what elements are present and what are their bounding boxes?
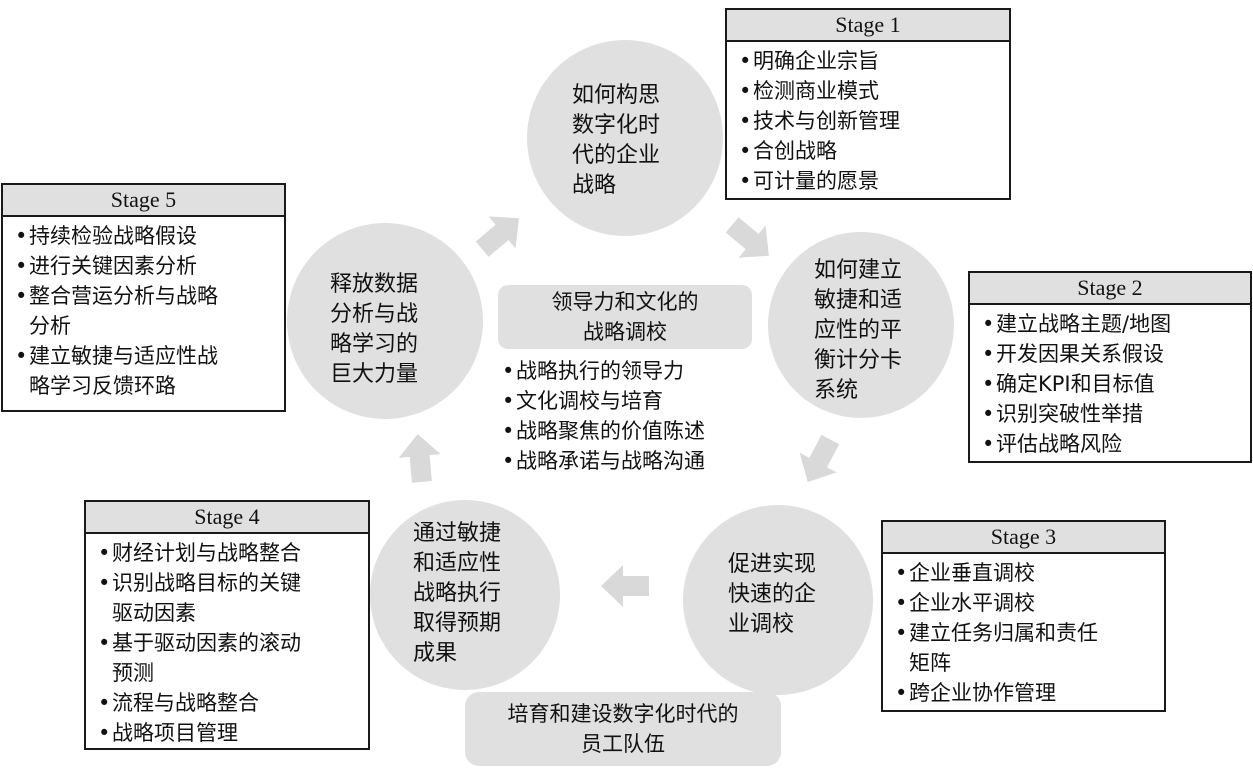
stage-2-item: 开发因果关系假设: [982, 339, 1244, 369]
stage-4-item: 识别战略目标的关键 驱动因素: [98, 568, 362, 628]
cycle-step-right-text: 如何建立 敏捷和适 应性的平 衡计分卡 系统: [814, 258, 903, 403]
center-item: 战略执行的领导力: [502, 356, 705, 386]
stage-3-list: 企业垂直调校 企业水平调校 建立任务归属和责任 矩阵 跨企业协作管理: [883, 554, 1164, 708]
stage-2-item: 建立战略主题/地图: [982, 309, 1244, 339]
stage-1-list: 明确企业宗旨 检测商业模式 技术与创新管理 合创战略 可计量的愿景: [727, 42, 1009, 196]
cycle-step-top-text: 如何构思 数字化时 代的企业 战略: [572, 83, 661, 198]
stage-4-item: 战略项目管理: [98, 718, 362, 748]
stage-2-item: 识别突破性举措: [982, 399, 1244, 429]
stage-1-item: 明确企业宗旨: [739, 46, 1003, 76]
stage-5-box: Stage 5 持续检验战略假设 进行关键因素分析 整合营运分析与战略 分析 建…: [1, 183, 286, 412]
stage-5-title: Stage 5: [3, 185, 284, 217]
stage-1-item: 合创战略: [739, 136, 1003, 166]
stage-5-item: 持续检验战略假设: [15, 221, 278, 251]
stage-2-item: 评估战略风险: [982, 429, 1244, 459]
cycle-circle-top: [527, 40, 723, 236]
stage-4-item: 财经计划与战略整合: [98, 538, 362, 568]
center-item: 战略聚焦的价值陈述: [502, 416, 705, 446]
stage-4-item: 流程与战略整合: [98, 688, 362, 718]
stage-1-title: Stage 1: [727, 10, 1009, 42]
stage-5-item: 建立敏捷与适应性战 略学习反馈环路: [15, 341, 278, 401]
stage-2-item: 确定KPI和目标值: [982, 369, 1244, 399]
stage-2-box: Stage 2 建立战略主题/地图 开发因果关系假设 确定KPI和目标值 识别突…: [968, 271, 1252, 463]
stage-4-item: 基于驱动因素的滚动 预测: [98, 628, 362, 688]
stage-1-item: 技术与创新管理: [739, 106, 1003, 136]
cycle-circle-bottom-left: [370, 500, 560, 690]
stage-3-box: Stage 3 企业垂直调校 企业水平调校 建立任务归属和责任 矩阵 跨企业协作…: [881, 520, 1166, 712]
bottom-banner: 培育和建设数字化时代的 员工队伍: [465, 692, 781, 766]
stage-1-item: 检测商业模式: [739, 76, 1003, 106]
stage-1-box: Stage 1 明确企业宗旨 检测商业模式 技术与创新管理 合创战略 可计量的愿…: [725, 8, 1011, 200]
stage-2-list: 建立战略主题/地图 开发因果关系假设 确定KPI和目标值 识别突破性举措 评估战…: [970, 305, 1250, 459]
cycle-circle-bottom-right: [683, 505, 873, 695]
arrow-bottom-left-to-left: [398, 434, 441, 483]
stage-4-box: Stage 4 财经计划与战略整合 识别战略目标的关键 驱动因素 基于驱动因素的…: [84, 500, 370, 750]
cycle-step-bottom-left-text: 通过敏捷 和适应性 战略执行 取得预期 成果: [413, 521, 502, 666]
stage-2-title: Stage 2: [970, 273, 1250, 305]
stage-3-item: 企业垂直调校: [895, 558, 1158, 588]
stage-1-item: 可计量的愿景: [739, 166, 1003, 196]
cycle-step-bottom-right-text: 促进实现 快速的企 业调校: [728, 552, 817, 637]
cycle-circle-right: [768, 232, 954, 418]
arrow-top-to-right: [725, 217, 769, 258]
center-title: 领导力和文化的 战略调校: [498, 285, 752, 349]
stage-5-list: 持续检验战略假设 进行关键因素分析 整合营运分析与战略 分析 建立敏捷与适应性战…: [3, 217, 284, 401]
cycle-circle-left: [287, 223, 483, 419]
cycle-step-left-text: 释放数据 分析与战 略学习的 巨大力量: [330, 272, 419, 387]
stage-3-item: 建立任务归属和责任 矩阵: [895, 618, 1158, 678]
arrow-left-to-top: [475, 216, 519, 257]
stage-3-title: Stage 3: [883, 522, 1164, 554]
center-item: 战略承诺与战略沟通: [502, 446, 705, 476]
stage-3-item: 跨企业协作管理: [895, 678, 1158, 708]
stage-4-title: Stage 4: [86, 502, 368, 534]
stage-5-item: 进行关键因素分析: [15, 251, 278, 281]
stage-3-item: 企业水平调校: [895, 588, 1158, 618]
center-item: 文化调校与培育: [502, 386, 705, 416]
stage-4-list: 财经计划与战略整合 识别战略目标的关键 驱动因素 基于驱动因素的滚动 预测 流程…: [86, 534, 368, 748]
stage-5-item: 整合营运分析与战略 分析: [15, 281, 278, 341]
center-list: 战略执行的领导力 文化调校与培育 战略聚焦的价值陈述 战略承诺与战略沟通: [502, 356, 705, 476]
arrow-bottom-right-to-bottom-left: [601, 565, 649, 607]
arrow-right-to-bottom-right: [799, 434, 840, 482]
